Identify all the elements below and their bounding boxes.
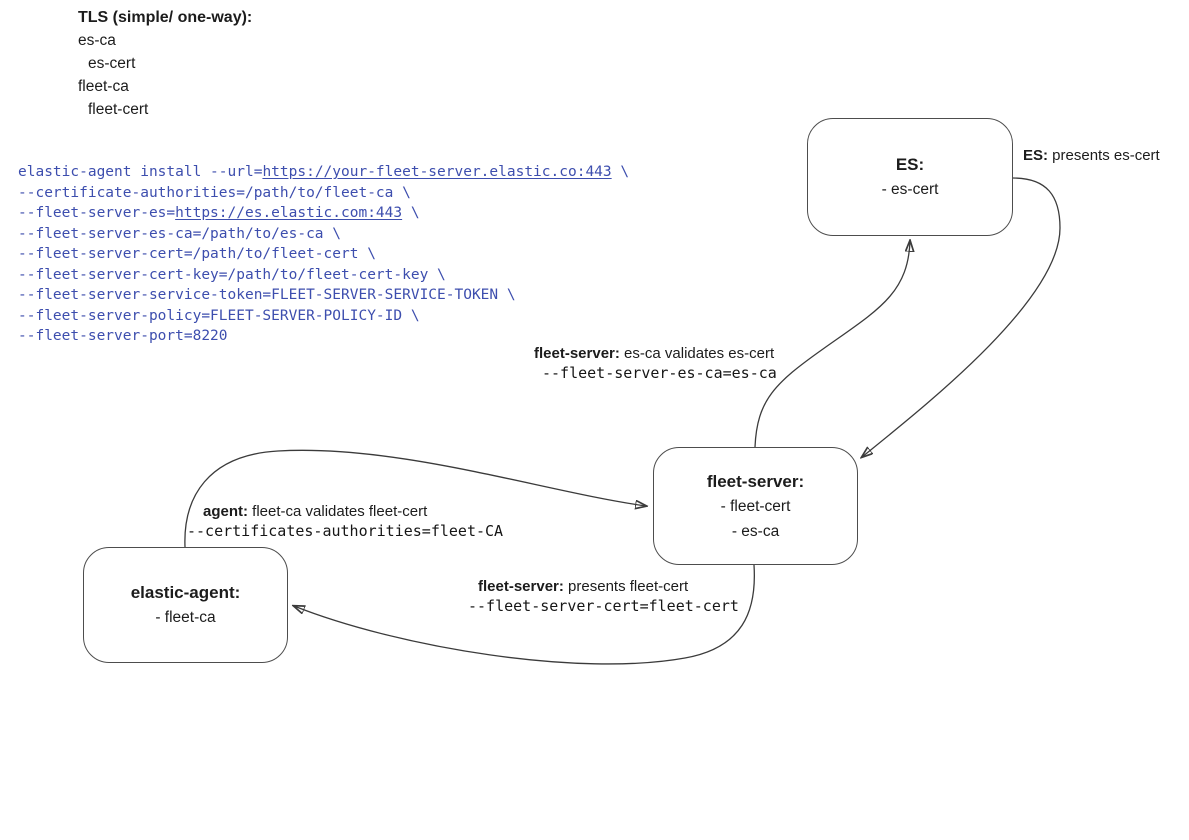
label-line: ES: presents es-cert — [1023, 146, 1160, 166]
code-line: --fleet-server-es=https://es.elastic.com… — [18, 203, 629, 224]
edge-fleet-server-to-agent — [294, 564, 756, 665]
label-es-presents-es-cert: ES: presents es-cert — [1023, 146, 1160, 166]
label-text: es-ca validates es-cert — [619, 345, 775, 362]
code-text: \ — [402, 205, 420, 221]
label-fleet-server-presents-fleet-cert: fleet-server: presents fleet-cert --flee… — [468, 577, 739, 616]
node-item: - es-ca — [731, 522, 780, 540]
tls-legend-item: fleet-ca — [78, 78, 129, 95]
label-agent-validates-fleet-cert: agent: fleet-ca validates fleet-cert --c… — [187, 502, 503, 541]
label-text: presents es-cert — [1048, 147, 1160, 164]
code-line: elastic-agent install --url=https://your… — [18, 162, 629, 183]
code-text: --fleet-server-port=8220 — [18, 328, 228, 344]
node-title: fleet-server: — [706, 471, 805, 491]
code-line: --fleet-server-policy=FLEET-SERVER-POLIC… — [18, 306, 629, 327]
label-text: presents fleet-cert — [563, 578, 689, 595]
label-flag-code: --fleet-server-cert=fleet-cert — [468, 596, 739, 615]
code-text: elastic-agent install --url= — [18, 164, 263, 180]
command-block: elastic-agent install --url=https://your… — [18, 162, 629, 347]
tls-legend-item: fleet-cert — [88, 101, 149, 118]
code-text: --fleet-server-policy=FLEET-SERVER-POLIC… — [18, 307, 420, 324]
code-link-url[interactable]: https://es.elastic.com:443 — [175, 205, 403, 221]
label-text: fleet-ca validates fleet-cert — [248, 503, 428, 520]
node-item: - fleet-ca — [155, 609, 216, 626]
label-flag-code: --fleet-server-es-ca=es-ca — [542, 363, 777, 382]
node-title: ES: — [895, 155, 925, 174]
node-elastic-agent: elastic-agent: - fleet-ca — [83, 547, 288, 663]
tls-legend-title: TLS (simple/ one-way): — [78, 9, 253, 26]
label-line: agent: fleet-ca validates fleet-cert — [203, 502, 503, 522]
node-fleet-server: fleet-server: - fleet-cert - es-ca — [653, 447, 858, 565]
node-item: - es-cert — [881, 181, 939, 198]
label-bold: agent: — [203, 503, 248, 520]
label-line: fleet-server: es-ca validates es-cert — [534, 344, 777, 364]
label-fleet-server-validates-es-cert: fleet-server: es-ca validates es-cert --… — [534, 344, 777, 383]
label-line: fleet-server: presents fleet-cert — [478, 577, 739, 597]
code-line: --certificate-authorities=/path/to/fleet… — [18, 183, 629, 204]
tls-legend: TLS (simple/ one-way): es-ca es-cert fle… — [78, 6, 252, 121]
code-line: --fleet-server-cert-key=/path/to/fleet-c… — [18, 265, 629, 286]
node-item: - fleet-cert — [720, 497, 791, 515]
code-text: \ — [611, 164, 630, 180]
node-es: ES: - es-cert — [807, 118, 1013, 236]
code-text: --fleet-server-es-ca=/path/to/es-ca \ — [18, 225, 342, 242]
label-bold: fleet-server: — [478, 578, 564, 595]
code-line: --fleet-server-service-token=FLEET-SERVE… — [18, 285, 629, 306]
code-line: --fleet-server-es-ca=/path/to/es-ca \ — [18, 224, 629, 245]
code-text: --fleet-server-service-token=FLEET-SERVE… — [18, 287, 516, 303]
label-bold: fleet-server: — [534, 345, 620, 362]
code-text: --fleet-server-cert-key=/path/to/fleet-c… — [18, 266, 446, 283]
tls-legend-item: es-cert — [88, 55, 136, 72]
edge-es-to-fleet-server — [862, 177, 1061, 457]
edge-agent-to-fleet-server — [184, 449, 646, 548]
code-text: --certificate-authorities=/path/to/fleet… — [18, 184, 411, 201]
code-link-url[interactable]: https://your-fleet-server.elastic.co:443 — [262, 164, 612, 180]
code-line: --fleet-server-port=8220 — [18, 326, 629, 347]
code-text: --fleet-server-es= — [18, 205, 176, 221]
edge-fleet-server-to-es — [754, 241, 910, 448]
node-title: elastic-agent: — [130, 583, 241, 602]
tls-legend-item: es-ca — [78, 32, 116, 49]
label-bold: ES: — [1023, 147, 1049, 164]
code-text: --fleet-server-cert=/path/to/fleet-cert … — [18, 246, 376, 262]
code-line: --fleet-server-cert=/path/to/fleet-cert … — [18, 244, 629, 265]
label-flag-code: --certificates-authorities=fleet-CA — [187, 521, 504, 540]
